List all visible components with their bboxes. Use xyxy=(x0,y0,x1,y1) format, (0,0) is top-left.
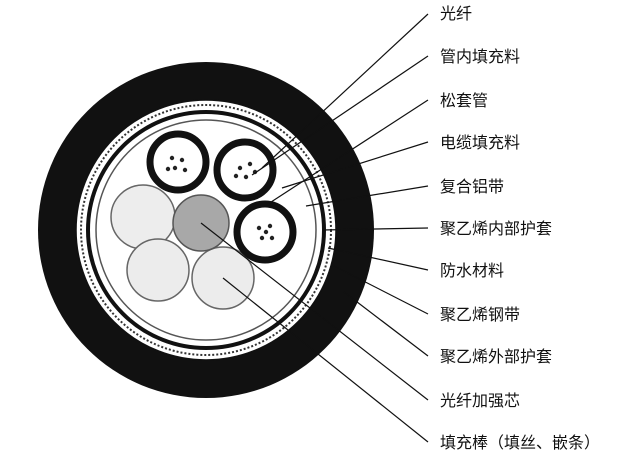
label-loose-tube: 松套管 xyxy=(440,91,488,110)
label-tube-filling: 管内填充料 xyxy=(440,47,520,66)
label-waterproof-material: 防水材料 xyxy=(440,261,504,280)
loose-tube xyxy=(213,138,277,202)
label-steel-tape: 聚乙烯钢带 xyxy=(440,305,520,324)
label-outer-sheath: 聚乙烯外部护套 xyxy=(440,347,552,366)
label-composite-aluminum-tape: 复合铝带 xyxy=(440,177,504,196)
label-strength-core: 光纤加强芯 xyxy=(440,391,520,410)
leader-lines xyxy=(200,13,429,443)
label-cable-filling: 电缆填充料 xyxy=(440,133,520,152)
label-optical-fiber: 光纤 xyxy=(440,4,472,23)
loose-tube xyxy=(146,130,210,194)
label-inner-sheath: 聚乙烯内部护套 xyxy=(440,219,552,238)
filler-rod xyxy=(126,238,190,302)
loose-tube xyxy=(233,200,297,264)
label-filler-rod: 填充棒（填丝、嵌条） xyxy=(440,433,600,452)
